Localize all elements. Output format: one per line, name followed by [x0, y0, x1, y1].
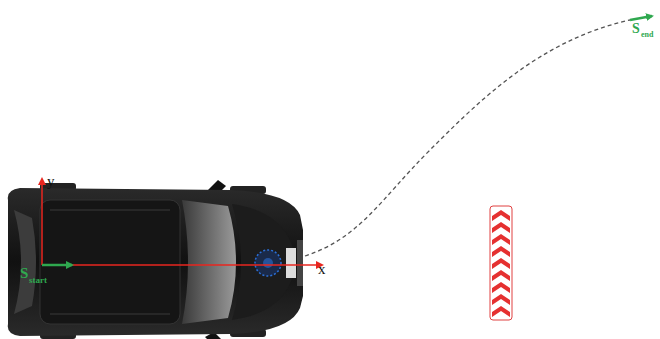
- axis-label: y: [47, 174, 55, 189]
- start-pose-arrow: [42, 264, 72, 267]
- chevron-stripe: [492, 306, 510, 317]
- chevron-stripe: [492, 270, 510, 281]
- chevron-barrier: [490, 206, 512, 320]
- x-axis: [42, 264, 322, 266]
- chevron-stripe: [492, 222, 510, 233]
- car-top-view: [8, 180, 303, 339]
- pose-label: S: [20, 266, 28, 281]
- planned-path: [305, 20, 630, 256]
- pose-subscript: start: [29, 276, 47, 285]
- axis-label: x: [318, 262, 326, 277]
- pose-label: S: [632, 22, 640, 36]
- chevron-stripe: [492, 234, 510, 245]
- chevron-stripe: [492, 210, 510, 221]
- chevron-stripe: [492, 294, 510, 305]
- chevron-stripe: [492, 282, 510, 293]
- chevron-stripe: [492, 258, 510, 269]
- y-axis: [41, 179, 43, 265]
- chevron-stripe: [492, 246, 510, 257]
- end-pose-arrow: [630, 16, 652, 20]
- pose-subscript: end: [641, 31, 653, 39]
